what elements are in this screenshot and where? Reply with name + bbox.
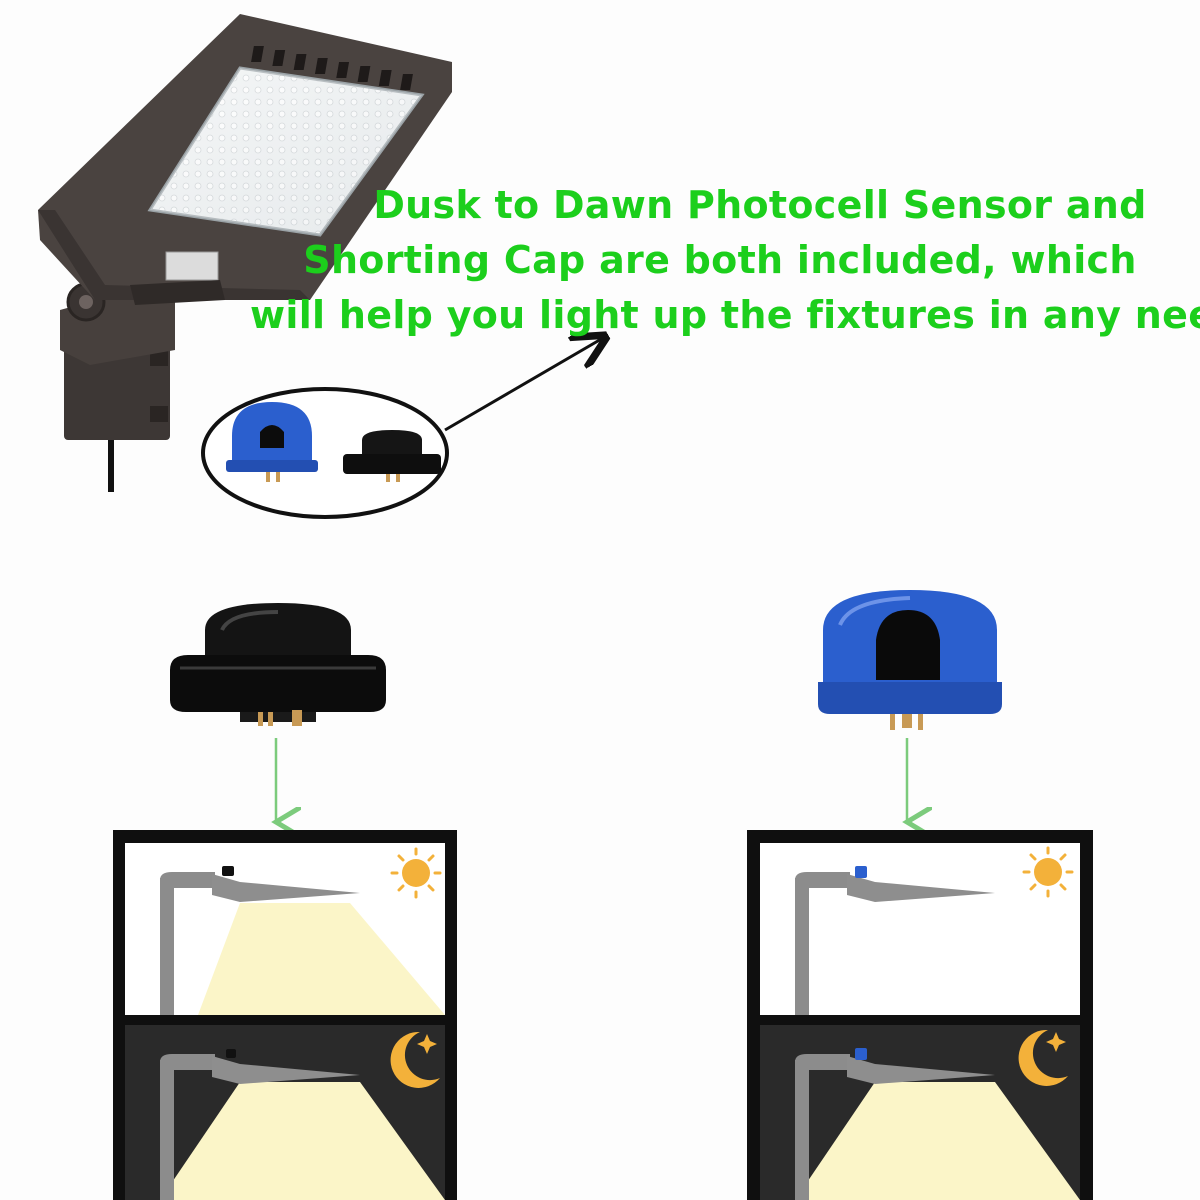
photocell-sensor-icon	[226, 402, 318, 482]
street-light-icon	[160, 866, 360, 1015]
star-icon	[1046, 1032, 1066, 1052]
included-accessories-callout	[201, 387, 449, 519]
pointer-arrow	[444, 338, 603, 432]
caption-line-3: will help you light up the fixtures in a…	[250, 293, 1200, 337]
street-light-icon	[160, 1049, 360, 1200]
moon-icon	[390, 1031, 440, 1088]
shorting-cap-icon	[343, 430, 441, 482]
star-icon	[417, 1034, 437, 1054]
moon-icon	[1018, 1029, 1068, 1086]
caption-line-1: Dusk to Dawn Photocell Sensor and	[373, 183, 1147, 227]
shoebox-led-fixture	[38, 14, 452, 492]
photocell-sensor-large	[818, 590, 1002, 730]
demo-panel-shorting-cap	[113, 830, 457, 1200]
caption-line-2: Shorting Cap are both included, which	[303, 238, 1137, 282]
feature-caption: Dusk to Dawn Photocell Sensor and Shorti…	[240, 178, 1200, 343]
street-light-icon	[795, 1048, 995, 1200]
street-light-icon	[795, 866, 995, 1015]
sun-icon	[390, 847, 442, 899]
sun-icon	[1022, 846, 1074, 898]
demo-panel-photocell	[747, 830, 1093, 1200]
shorting-cap-large	[170, 603, 386, 726]
